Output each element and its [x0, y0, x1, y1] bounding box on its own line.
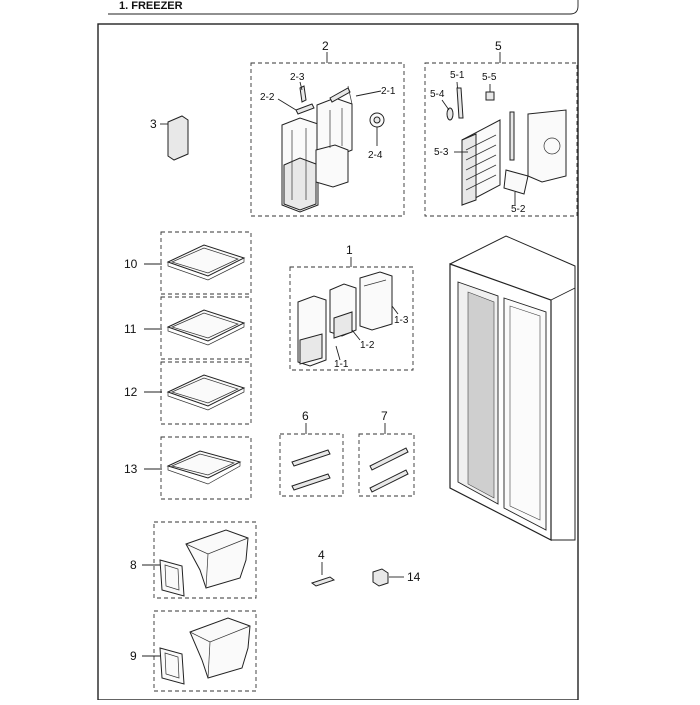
callout-5-4: 5-4 [430, 89, 445, 100]
group-2-box [250, 62, 405, 217]
part-14: 14 [372, 568, 421, 587]
callout-7: 7 [381, 409, 388, 423]
part-group-5: 5 5-3 5-2 5-1 5-5 5-4 [424, 39, 578, 217]
callout-5-5: 5-5 [482, 72, 497, 83]
callout-5-1: 5-1 [450, 70, 465, 81]
part-group-7: 7 [358, 409, 415, 497]
callout-10: 10 [124, 257, 138, 271]
refrigerator-cabinet [449, 235, 576, 541]
callout-2-2: 2-2 [260, 92, 275, 103]
part-3: 3 [150, 115, 189, 161]
shelf-12: 12 [124, 361, 252, 425]
shelf-13: 13 [124, 436, 252, 500]
callout-5-2: 5-2 [511, 204, 526, 215]
part-5-cover [527, 109, 567, 183]
bin-9: 9 [130, 610, 257, 692]
part-group-2: 2 2-1 2-3 2-2 2-4 [250, 39, 405, 217]
callout-14: 14 [407, 570, 421, 584]
callout-11: 11 [124, 322, 137, 336]
section-title: 1. FREEZER [119, 0, 183, 12]
part-3-bracket [167, 115, 189, 161]
callout-1-3: 1-3 [394, 315, 409, 326]
part-4: 4 [310, 548, 336, 587]
part-5-2-heater [503, 169, 529, 195]
part-group-1: 1 1-1 1-2 1-3 [289, 243, 414, 371]
part-1-3 [359, 271, 393, 331]
callout-1-1: 1-1 [334, 359, 349, 370]
shelf-11: 11 [124, 296, 252, 360]
callout-1: 1 [346, 243, 353, 257]
callout-1-2: 1-2 [360, 340, 375, 351]
callout-12: 12 [124, 385, 138, 399]
part-group-6: 6 [279, 409, 344, 497]
group-5-box [424, 62, 578, 217]
callout-13: 13 [124, 462, 138, 476]
callout-5: 5 [495, 39, 502, 53]
header-bar: 1. FREEZER [100, 0, 579, 15]
group-1-box [289, 266, 414, 371]
bin-8: 8 [130, 521, 257, 599]
callout-2-3: 2-3 [290, 72, 305, 83]
callout-2-1: 2-1 [381, 86, 396, 97]
callout-5-3: 5-3 [434, 147, 449, 158]
callout-3: 3 [150, 117, 157, 131]
callout-9: 9 [130, 649, 137, 663]
callout-2-4: 2-4 [368, 150, 383, 161]
shelf-10: 10 [124, 231, 252, 295]
callout-2: 2 [322, 39, 329, 53]
callout-4: 4 [318, 548, 325, 562]
callout-8: 8 [130, 558, 137, 572]
callout-6: 6 [302, 409, 309, 423]
